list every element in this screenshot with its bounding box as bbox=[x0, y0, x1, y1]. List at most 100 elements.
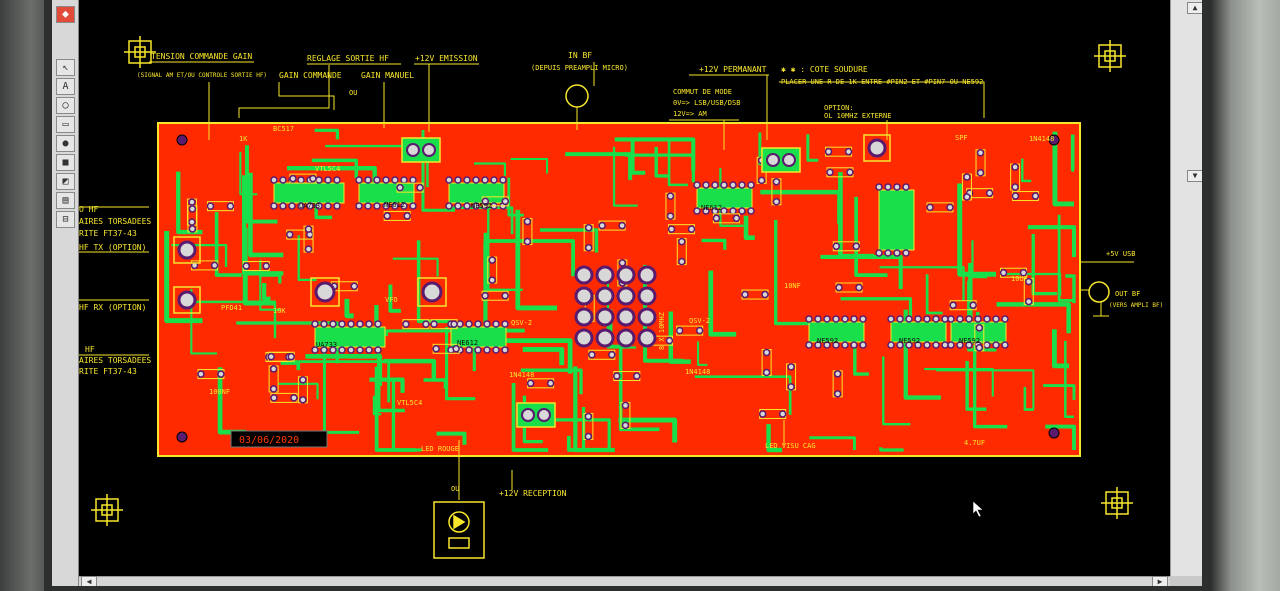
resistor-pad bbox=[422, 320, 430, 328]
horizontal-scrollbar[interactable]: ◀ ▶ bbox=[79, 576, 1170, 586]
resistor-pad bbox=[304, 225, 313, 233]
copper-trace bbox=[540, 228, 599, 253]
resistor-pad bbox=[488, 256, 496, 264]
copper-trace bbox=[261, 282, 271, 301]
ic-pin bbox=[279, 176, 287, 184]
ic-pin bbox=[875, 249, 883, 257]
ic-pin bbox=[738, 181, 746, 189]
ic-pin bbox=[324, 202, 332, 210]
resistor-pad bbox=[732, 214, 741, 223]
scroll-up-button[interactable]: ▲ bbox=[1187, 2, 1202, 14]
resistor-pad bbox=[481, 197, 490, 206]
crystal-pad bbox=[574, 307, 594, 327]
ic-pin bbox=[329, 320, 337, 328]
select-arrow-icon[interactable]: ↖ bbox=[56, 59, 75, 76]
resistor-pad bbox=[188, 225, 197, 233]
led-symbol bbox=[433, 501, 485, 559]
ic-pin bbox=[483, 320, 491, 328]
ic-pin bbox=[409, 176, 417, 184]
coax-connector bbox=[173, 286, 201, 314]
vertical-scrollbar[interactable]: ▲ ▼ bbox=[1170, 0, 1202, 576]
ic-pin bbox=[338, 346, 346, 354]
ic-pin bbox=[884, 183, 892, 191]
out-bf-jack[interactable] bbox=[1088, 281, 1110, 317]
label-vtl5c4-bottom: VTL5C4 bbox=[397, 399, 422, 407]
terminal-pad bbox=[521, 408, 535, 422]
ic-pin bbox=[956, 315, 964, 323]
copper-trace bbox=[694, 375, 792, 415]
annotation-permanant: +12V PERMANANT bbox=[699, 65, 767, 74]
copper-trace bbox=[1052, 131, 1074, 207]
ic-pin bbox=[501, 320, 509, 328]
annotation-vers-ampli: (VERS AMPLI BF) bbox=[1109, 302, 1163, 309]
in-bf-jack[interactable] bbox=[565, 84, 589, 130]
via-tool-icon[interactable]: ● bbox=[56, 135, 75, 152]
annotation-cote-soudure: ✱ ✱ : COTE SOUDURE bbox=[781, 65, 868, 74]
ic-pin bbox=[364, 202, 372, 210]
photo-background-left bbox=[0, 0, 52, 591]
pcb-layout[interactable]: TENSION COMMANDE GAIN (SIGNAL AM ET/OU C… bbox=[79, 0, 1170, 576]
ic-pin bbox=[923, 315, 931, 323]
copper-trace bbox=[416, 240, 451, 324]
resistor-pad bbox=[758, 410, 767, 418]
ic-footprint bbox=[273, 182, 345, 204]
crystal-pad bbox=[574, 286, 594, 306]
resistor-pad bbox=[526, 379, 535, 388]
registration-mark-bottom-right bbox=[1101, 487, 1133, 519]
ic-pin bbox=[992, 315, 1000, 323]
rectangle-tool-icon[interactable]: ▭ bbox=[56, 116, 75, 133]
text-tool-icon[interactable]: A bbox=[56, 78, 75, 95]
ic-pin bbox=[965, 315, 973, 323]
resistor-pad bbox=[963, 173, 971, 181]
crystal-pad bbox=[637, 265, 657, 285]
component-tool-icon[interactable]: ◩ bbox=[56, 173, 75, 190]
resistor-pad bbox=[287, 352, 295, 361]
label-100nf: 100NF bbox=[209, 388, 230, 396]
resistor-pad bbox=[188, 218, 196, 226]
circle-tool-icon[interactable]: ◯ bbox=[56, 97, 75, 114]
copper-trace bbox=[701, 238, 727, 250]
copper-trace bbox=[1027, 225, 1077, 258]
pcb-canvas[interactable]: TENSION COMMANDE GAIN (SIGNAL AM ET/OU C… bbox=[79, 0, 1170, 576]
fill-tool-icon[interactable]: ■ bbox=[56, 154, 75, 171]
ic-pin bbox=[902, 183, 910, 191]
annotation-emission: +12V EMISSION bbox=[415, 54, 478, 63]
annotation-gain-manuel: GAIN MANUEL bbox=[361, 71, 414, 80]
scroll-down-button[interactable]: ▼ bbox=[1187, 170, 1202, 182]
pad-tool-icon[interactable]: ⬥ bbox=[56, 6, 75, 23]
resistor-pad bbox=[481, 291, 489, 300]
ic-pin bbox=[355, 202, 363, 210]
crystal-pad bbox=[595, 307, 615, 327]
layer-tool-icon[interactable]: ▤ bbox=[56, 192, 75, 209]
ic-pin bbox=[702, 181, 710, 189]
resistor-pad bbox=[852, 242, 861, 251]
annotation-gain-commande: GAIN COMMANDE bbox=[279, 71, 342, 80]
coax-pin bbox=[867, 138, 887, 158]
copper-trace bbox=[1045, 424, 1076, 450]
resistor-pad bbox=[309, 174, 317, 183]
ic-pin bbox=[729, 207, 737, 215]
ic-pin bbox=[333, 176, 341, 184]
copper-trace bbox=[957, 183, 997, 277]
ic-pin bbox=[932, 315, 940, 323]
drc-tool-icon[interactable]: ⊟ bbox=[56, 211, 75, 228]
resistor-pad bbox=[299, 376, 307, 384]
ic-pin bbox=[270, 202, 278, 210]
resistor-pad bbox=[188, 198, 196, 206]
copper-trace bbox=[369, 377, 405, 393]
scroll-left-button[interactable]: ◀ bbox=[81, 576, 97, 586]
annotation-leaders bbox=[79, 61, 1134, 500]
scroll-right-button[interactable]: ▶ bbox=[1152, 576, 1168, 586]
ic-pin bbox=[454, 176, 462, 184]
resistor-pad bbox=[350, 282, 359, 290]
resistor-pad bbox=[1031, 192, 1040, 200]
label-diode-b: 1N4148 bbox=[685, 368, 710, 376]
ic-pin bbox=[306, 202, 314, 210]
resistor-pad bbox=[286, 230, 294, 239]
copper-trace bbox=[344, 298, 354, 319]
mounting-hole bbox=[1048, 134, 1060, 146]
resistor-pad bbox=[402, 320, 410, 328]
copper-trace bbox=[242, 227, 276, 306]
copper-trace bbox=[392, 257, 439, 277]
resistor-pad bbox=[832, 242, 841, 251]
